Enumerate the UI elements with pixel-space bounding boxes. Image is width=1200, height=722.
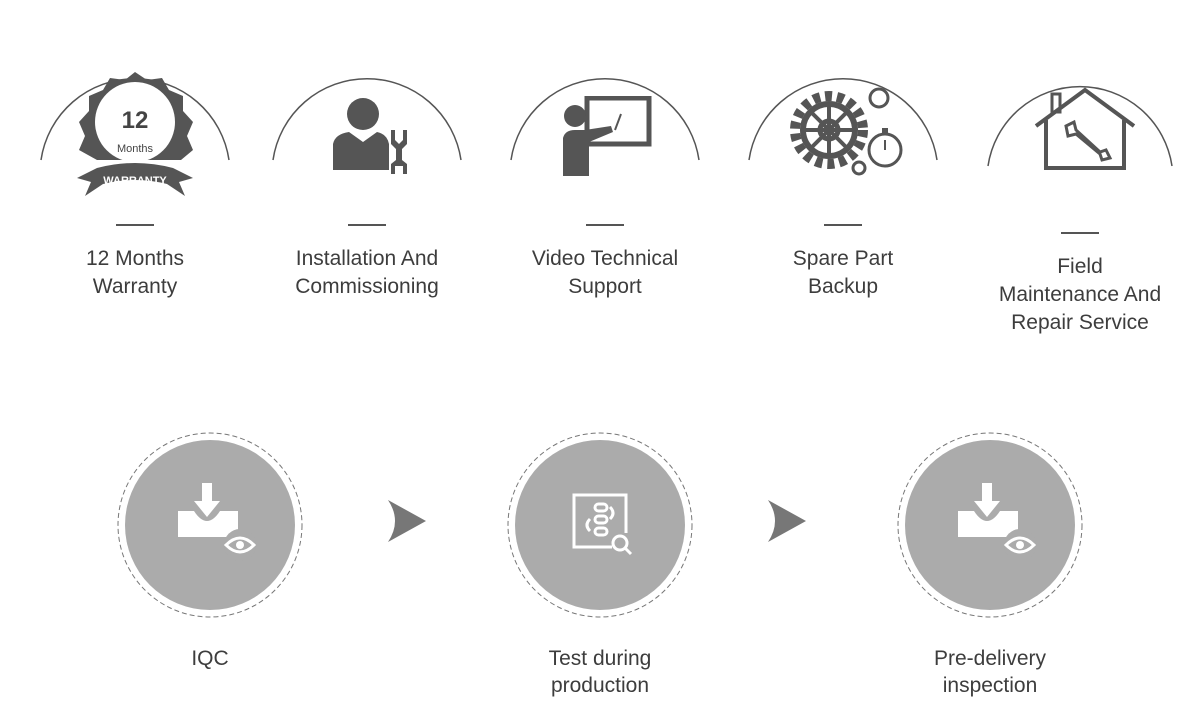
step-circle [897, 432, 1083, 618]
technician-wrench-icon [333, 98, 407, 174]
warranty-badge-icon: 12 Months WARRANTY [77, 72, 193, 196]
divider [116, 224, 154, 226]
svg-text:12: 12 [122, 107, 149, 134]
arc-decoration [510, 77, 700, 161]
chevron-right-icon [768, 500, 806, 542]
inbox-inspect-icon [958, 483, 1037, 561]
arc-decoration [987, 85, 1173, 167]
checklist-search-icon [572, 493, 633, 556]
arc-decoration [748, 77, 938, 161]
process-step-iqc [110, 425, 310, 625]
chevron-right-icon [388, 500, 426, 542]
svg-text:Months: Months [117, 143, 154, 155]
house-wrench-icon [1034, 87, 1136, 170]
inbox-inspect-icon [178, 483, 257, 561]
step-label: IQC [191, 647, 229, 670]
process-step-test [500, 425, 700, 625]
process-step-pre-delivery [890, 425, 1090, 625]
divider [586, 224, 624, 226]
divider [348, 224, 386, 226]
step-circle [117, 432, 303, 618]
divider [824, 224, 862, 226]
gears-icon [790, 87, 903, 176]
step-circle [507, 432, 693, 618]
divider [1061, 232, 1099, 234]
arc-decoration [272, 77, 462, 161]
presenter-board-icon [563, 96, 652, 176]
svg-text:WARRANTY: WARRANTY [103, 175, 167, 187]
